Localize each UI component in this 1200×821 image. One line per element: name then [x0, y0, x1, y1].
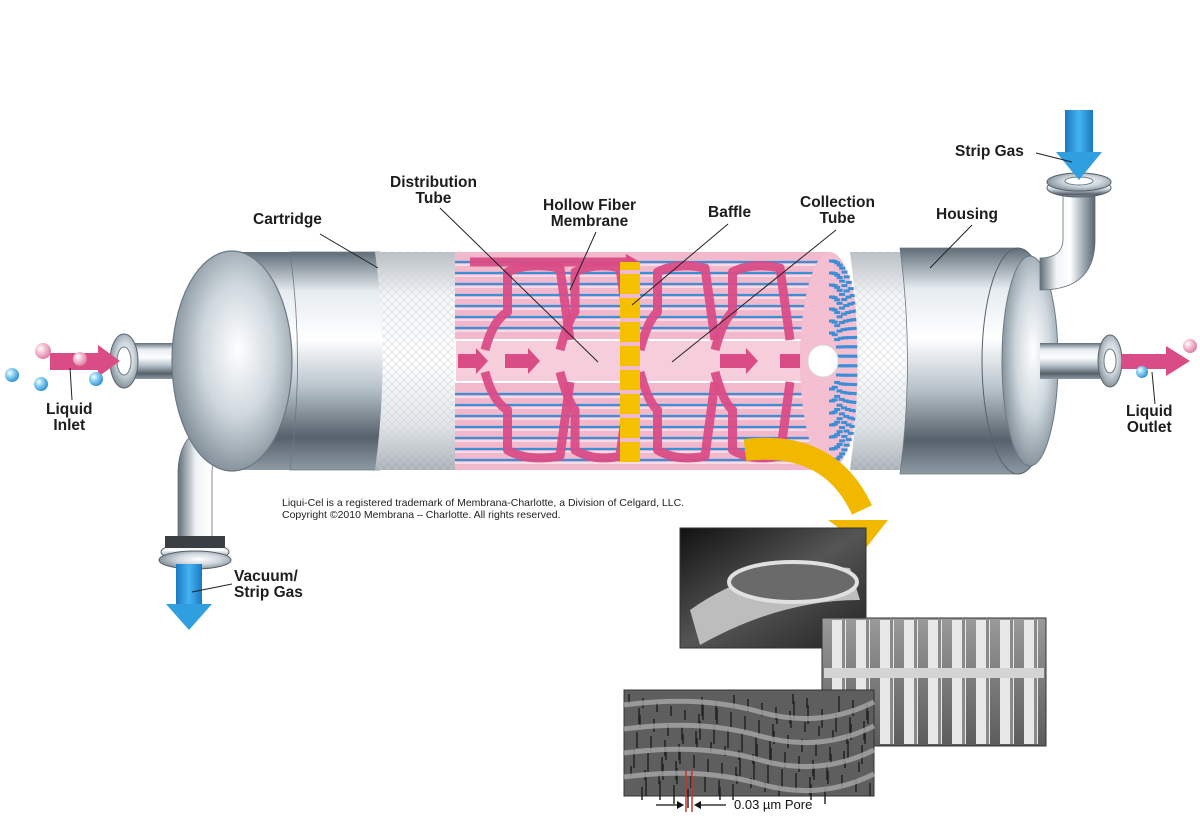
right-housing — [899, 247, 1059, 475]
fiber-bundle-face — [800, 252, 863, 470]
label-vacuum-strip-gas: Vacuum/ Strip Gas — [234, 568, 303, 601]
vacuum-gas-arrow — [166, 564, 212, 630]
label-distribution-tube: Distribution Tube — [390, 174, 477, 207]
trademark-line: Liqui-Cel is a registered trademark of M… — [282, 497, 685, 509]
left-end-cap — [171, 250, 388, 472]
label-strip-gas: Strip Gas — [955, 143, 1024, 160]
baffle-bar — [620, 262, 640, 462]
membrane-core — [454, 252, 831, 470]
label-housing: Housing — [936, 206, 998, 223]
liquid-inlet-arrow — [5, 343, 120, 391]
label-hollow-fiber-membrane: Hollow Fiber Membrane — [543, 197, 636, 230]
pore-size-label: 0.03 µm Pore — [734, 797, 813, 812]
strip-gas-inlet-pipe — [1039, 172, 1112, 291]
label-baffle: Baffle — [708, 204, 752, 221]
liquid-outlet-pipe — [1040, 334, 1123, 388]
leader-lines — [69, 152, 1156, 593]
label-cartridge: Cartridge — [253, 211, 322, 228]
fiber-dots — [829, 259, 863, 463]
cartridge-mesh-left — [375, 252, 476, 470]
label-liquid-inlet: Liquid Inlet — [46, 401, 93, 434]
copyright-line: Copyright ©2010 Membrana – Charlotte. Al… — [282, 509, 561, 521]
strip-gas-arrow — [1056, 110, 1102, 180]
copyright-notice: Liqui-Cel is a registered trademark of M… — [282, 497, 684, 521]
label-liquid-outlet: Liquid Outlet — [1126, 403, 1173, 436]
label-collection-tube: Collection Tube — [800, 194, 875, 227]
flow-paths — [470, 254, 795, 463]
liquid-outlet-arrow — [1122, 339, 1197, 378]
sem-pore-structure-image — [623, 689, 876, 812]
sem-fiber-weave-image — [821, 617, 1047, 747]
